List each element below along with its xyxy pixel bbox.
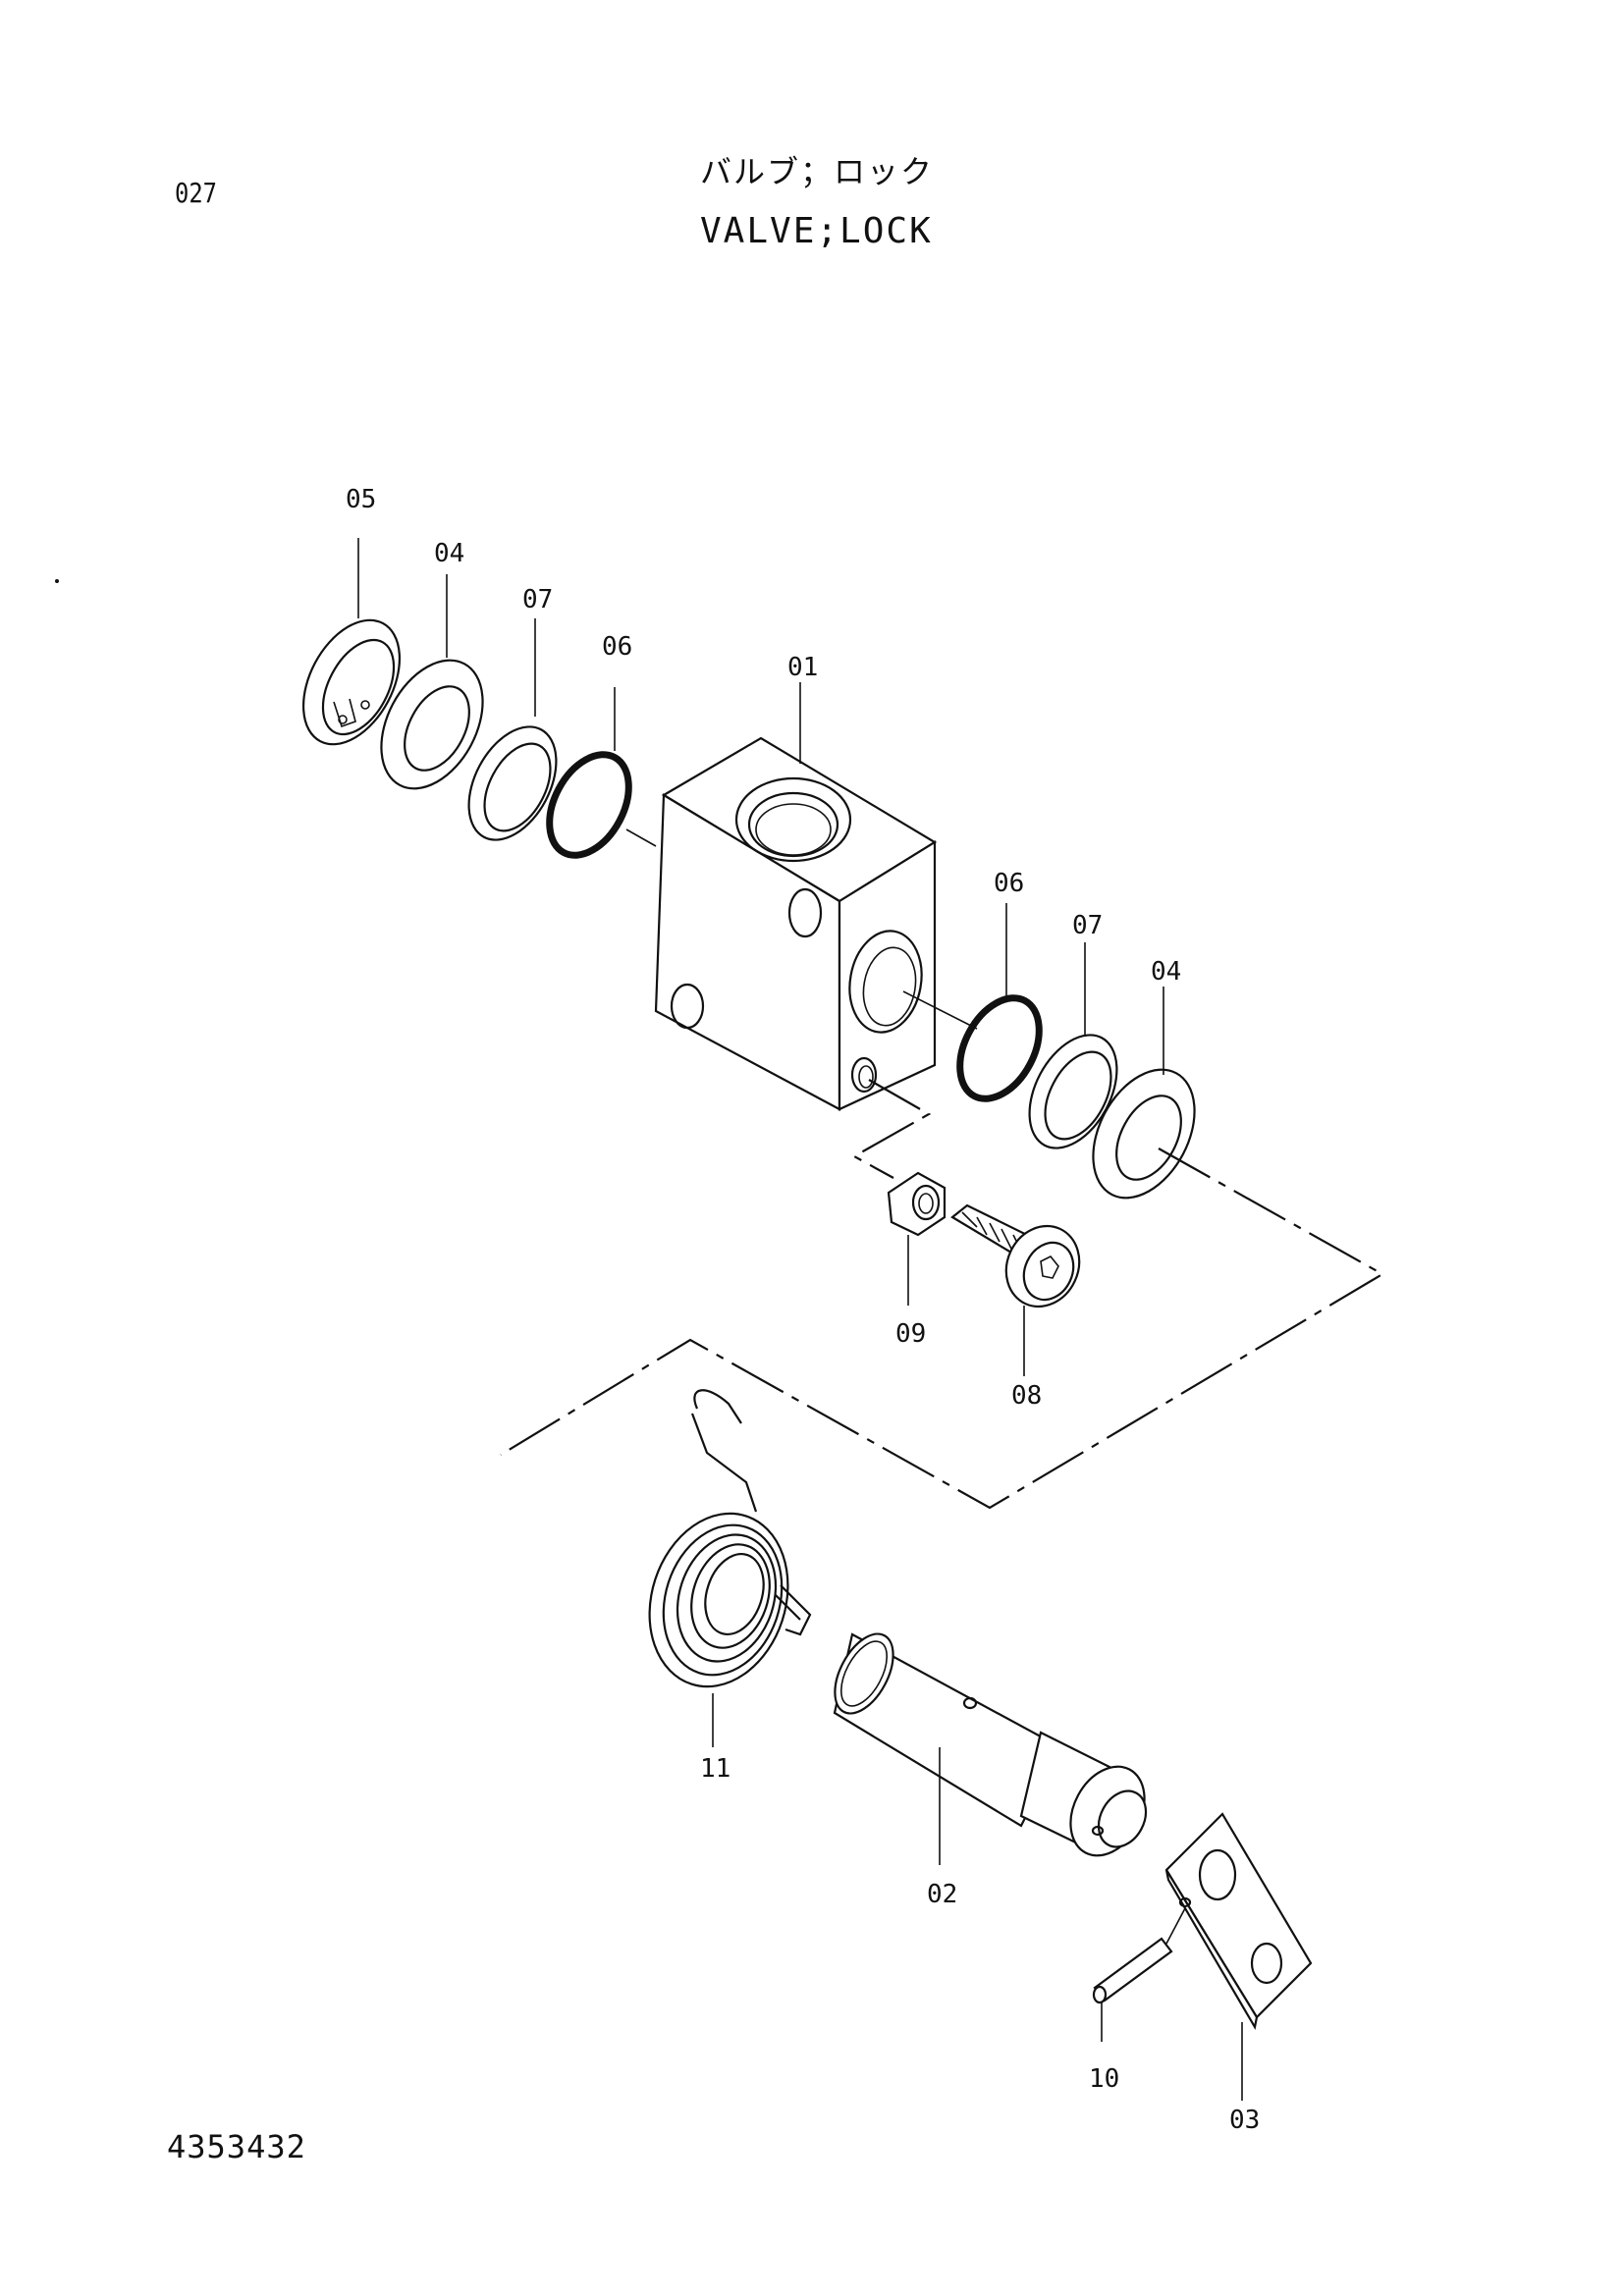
label-01: 01 bbox=[787, 653, 818, 682]
part-05-snap-ring bbox=[301, 618, 402, 746]
label-10: 10 bbox=[1089, 2064, 1119, 2094]
part-04-left-washer bbox=[380, 659, 484, 790]
part-07-right-backup-ring bbox=[1028, 1034, 1118, 1149]
label-11: 11 bbox=[700, 1754, 730, 1784]
label-02: 02 bbox=[927, 1880, 957, 1909]
title-english: VALVE;LOCK bbox=[700, 211, 933, 251]
part-04-right-washer bbox=[1092, 1068, 1196, 1200]
part-09-hex-nut bbox=[887, 1171, 947, 1237]
part-07-left-backup-ring bbox=[467, 725, 558, 841]
label-07-left: 07 bbox=[522, 585, 553, 614]
part-03-plate bbox=[1164, 1812, 1313, 2031]
part-06-left-o-ring bbox=[546, 751, 632, 859]
label-03: 03 bbox=[1229, 2106, 1260, 2135]
title-japanese: バルブ；ロック bbox=[700, 153, 935, 190]
label-07-right: 07 bbox=[1072, 911, 1103, 940]
label-06-left: 06 bbox=[602, 632, 632, 662]
label-09: 09 bbox=[895, 1319, 926, 1349]
label-04-left: 04 bbox=[434, 539, 464, 568]
part-01-valve-body bbox=[654, 736, 938, 1111]
part-08-socket-bolt bbox=[950, 1203, 1081, 1308]
page-number: 027 bbox=[175, 177, 217, 209]
label-08: 08 bbox=[1011, 1381, 1042, 1411]
label-06-right: 06 bbox=[994, 869, 1024, 898]
part-06-right-o-ring bbox=[956, 994, 1043, 1102]
part-02-shaft bbox=[833, 1632, 1148, 1857]
label-05: 05 bbox=[346, 485, 376, 514]
part-11-torsion-spring bbox=[648, 1389, 812, 1688]
part-10-spring-pin bbox=[1092, 1937, 1173, 2004]
label-04-right: 04 bbox=[1151, 957, 1181, 987]
drawing-number: 4353432 bbox=[167, 2128, 306, 2165]
